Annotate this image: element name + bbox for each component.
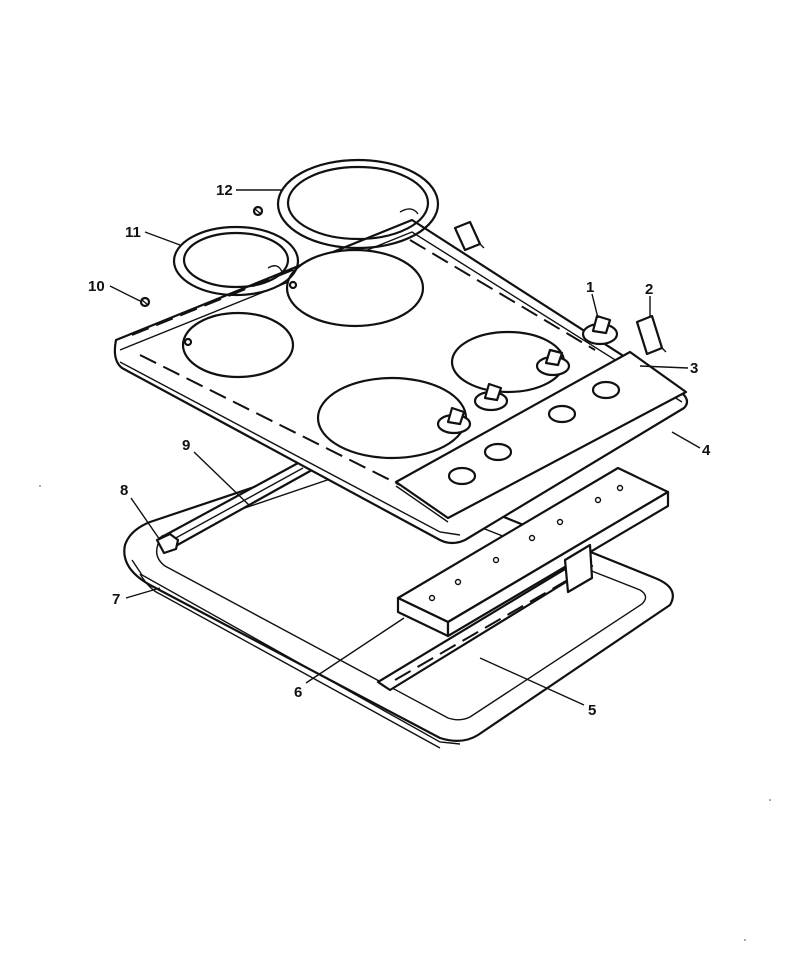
control-bracket	[396, 466, 670, 638]
callout-6: 6	[294, 684, 302, 701]
small-trim-ring	[172, 225, 300, 297]
clip	[155, 532, 180, 555]
screw	[288, 280, 298, 290]
hinge-brackets	[453, 220, 667, 356]
knob	[436, 406, 472, 435]
callout-4: 4	[702, 442, 711, 459]
screws	[139, 205, 298, 347]
callout-10: 10	[88, 278, 105, 295]
scan-specks	[39, 485, 771, 941]
callout-3: 3	[690, 360, 698, 377]
callout-labels: 1 2 3 4 5 6 7 8 9 10 11 12	[88, 182, 711, 719]
knob	[535, 348, 571, 377]
callout-11: 11	[125, 224, 141, 241]
callout-8: 8	[120, 482, 128, 499]
control-knobs	[436, 314, 619, 435]
large-trim-ring	[276, 158, 440, 250]
callout-12: 12	[216, 182, 233, 199]
screw	[139, 296, 151, 308]
callout-7: 7	[112, 591, 120, 608]
control-panel	[394, 350, 688, 523]
knob	[581, 314, 619, 346]
callout-9: 9	[182, 437, 190, 454]
knob	[473, 382, 509, 412]
callout-2: 2	[645, 281, 653, 298]
callout-5: 5	[588, 702, 596, 719]
leader-lines	[109, 189, 701, 706]
screw	[183, 337, 193, 347]
screw	[252, 205, 264, 217]
callout-1: 1	[586, 279, 594, 296]
